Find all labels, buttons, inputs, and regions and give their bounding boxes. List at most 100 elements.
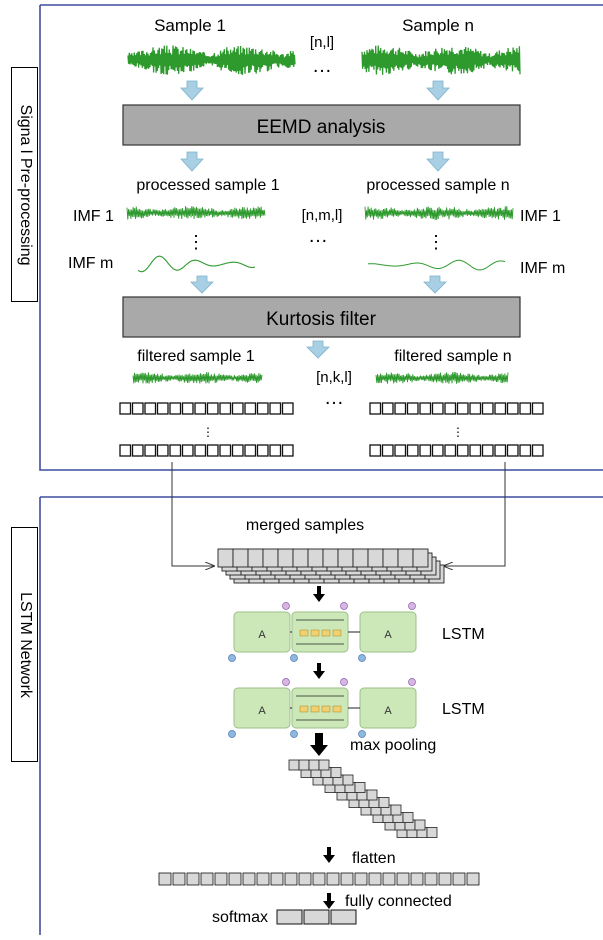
imf-m-left-label: IMF m: [68, 255, 113, 272]
imf-1-left-label: IMF 1: [73, 208, 114, 225]
feature-cell: [194, 444, 207, 457]
feature-cell: [481, 402, 494, 415]
merged-cell: [337, 548, 354, 568]
kurtosis-filter-box: [122, 296, 521, 338]
filtered-ellipsis: …: [324, 387, 344, 409]
feature-cell: [228, 872, 242, 886]
flatten-label: flatten: [352, 850, 396, 867]
eemd-analysis-box: [122, 104, 521, 146]
gate-icon: [310, 629, 320, 637]
feature-cell: [419, 402, 432, 415]
signal-trace: [364, 206, 514, 220]
feature-cell: [369, 402, 382, 415]
gate-icon: [332, 705, 342, 713]
connector-left: [171, 462, 214, 566]
feature-cell: [219, 402, 232, 415]
feature-cell: [231, 444, 244, 457]
feature-cell: [119, 444, 132, 457]
signal-wave-sample-n: [361, 45, 521, 75]
pooled-cell: [426, 827, 438, 838]
down-arrow-icon: [190, 275, 214, 294]
lstm-layer-1-label: LSTM: [442, 626, 485, 643]
feature-cell: [431, 444, 444, 457]
pooled-cell: [366, 789, 378, 801]
feature-cell: [469, 444, 482, 457]
input-node-icon: [228, 730, 236, 738]
feature-cell: [281, 402, 294, 415]
sample-first-label: Sample 1: [154, 16, 226, 35]
merged-cell: [397, 548, 414, 568]
merged-cell: [367, 548, 384, 568]
merged-cell: [277, 548, 294, 568]
merged-samples-label: merged samples: [246, 517, 364, 534]
filtered-last-label: filtered sample n: [394, 348, 511, 365]
input-node-icon: [228, 654, 236, 662]
feature-cell: [506, 402, 519, 415]
feature-cell: [214, 872, 228, 886]
preprocessing-side-label-text: Signa l Pre-processing: [16, 104, 34, 265]
feature-cell: [242, 872, 256, 886]
feature-cell: [303, 909, 330, 925]
feature-cell: [284, 872, 298, 886]
feature-cell: [368, 872, 382, 886]
feature-cell: [144, 444, 157, 457]
feature-cell: [494, 444, 507, 457]
imf-ellipsis: …: [308, 225, 328, 247]
merged-cell: [262, 548, 279, 568]
pooled-cell: [354, 782, 366, 793]
lstm-cell-label: A: [384, 705, 392, 717]
feature-cell: [269, 402, 282, 415]
signal-trace: [137, 255, 256, 273]
rows-right-vdots: ⋮: [452, 425, 464, 439]
flatten-vector: [158, 872, 480, 886]
signal-wave-sample-1: [127, 45, 296, 75]
gate-icon: [332, 629, 342, 637]
pooled-cell: [378, 797, 390, 808]
down-arrow-icon: [180, 80, 204, 101]
filtered-wave-left: [132, 372, 263, 384]
down-arrow-icon: [313, 663, 325, 679]
feature-cell: [276, 909, 303, 925]
merged-cell: [352, 548, 369, 568]
pooled-cell: [330, 767, 342, 778]
lstm-cell-label: A: [258, 705, 266, 717]
eemd-analysis-label: EEMD analysis: [257, 117, 386, 138]
feature-cell: [519, 444, 532, 457]
feature-row-left-top: [119, 402, 294, 415]
feature-cell: [394, 444, 407, 457]
feature-cell: [406, 444, 419, 457]
feature-cell: [382, 872, 396, 886]
feature-cell: [158, 872, 172, 886]
merged-cell: [217, 548, 234, 568]
network-side-label: LSTM Network: [11, 527, 38, 762]
pooled-cell: [318, 759, 330, 771]
gate-icon: [310, 705, 320, 713]
processed-first-label: processed sample 1: [136, 177, 279, 194]
merged-cell: [232, 548, 249, 568]
pooled-cell: [288, 759, 300, 771]
pooled-cell: [308, 759, 320, 771]
raw-ellipsis: …: [312, 55, 332, 77]
feature-cell: [444, 444, 457, 457]
lstm-cell-label: A: [384, 629, 392, 641]
down-arrow-icon: [313, 586, 325, 602]
imf-left-vdots: ⋮: [187, 232, 205, 252]
feature-cell: [172, 872, 186, 886]
feature-row-right-top: [369, 402, 544, 415]
signal-trace: [127, 45, 296, 75]
feature-cell: [456, 444, 469, 457]
imf-m-wave-right: [367, 259, 506, 271]
output-node-icon: [340, 678, 348, 686]
feature-cell: [369, 444, 382, 457]
feature-cell: [231, 402, 244, 415]
feature-cell: [269, 444, 282, 457]
feature-cell: [330, 909, 357, 925]
pooled-cell: [342, 774, 354, 786]
feature-cell: [131, 444, 144, 457]
feature-cell: [206, 402, 219, 415]
pooled-cell: [390, 804, 402, 816]
feature-cell: [156, 444, 169, 457]
preprocessing-side-label: Signa l Pre-processing: [11, 67, 38, 302]
signal-trace: [367, 259, 506, 271]
